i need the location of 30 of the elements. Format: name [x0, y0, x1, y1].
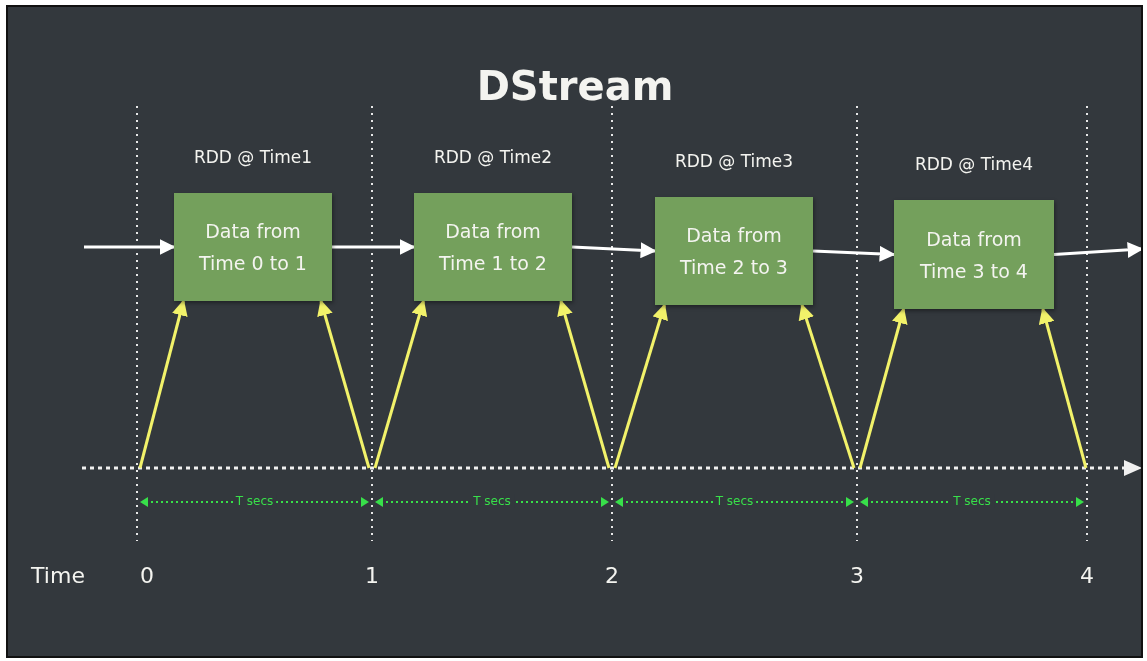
arrow	[1038, 307, 1088, 469]
arrow	[613, 303, 668, 469]
dimension-label: T secs	[950, 494, 994, 508]
rdd-label: RDD @ Time1	[193, 147, 313, 167]
data-box: Data from Time 2 to 3	[655, 197, 813, 305]
title: DStream	[476, 63, 674, 109]
arrow	[798, 303, 856, 469]
arrow	[332, 239, 416, 255]
rdd-label: RDD @ Time4	[914, 154, 1034, 174]
axis-title: Time	[31, 563, 85, 588]
arrow	[571, 242, 657, 259]
arrow	[557, 299, 611, 469]
rdd-label: RDD @ Time3	[674, 151, 794, 171]
arrow	[812, 245, 896, 262]
arrow	[373, 299, 428, 469]
data-box: Data from Time 0 to 1	[174, 193, 332, 301]
tick-label: 0	[140, 563, 154, 588]
arrow	[317, 299, 371, 469]
rdd-label: RDD @ Time2	[433, 147, 553, 167]
arrow	[1053, 241, 1141, 258]
arrow	[858, 307, 908, 469]
tick-label: 2	[605, 563, 619, 588]
arrow	[138, 299, 188, 469]
dimension-label: T secs	[470, 494, 514, 508]
tick-label: 1	[365, 563, 379, 588]
data-box: Data from Time 1 to 2	[414, 193, 572, 301]
tick-label: 4	[1080, 563, 1094, 588]
tick-label: 3	[850, 563, 864, 588]
arrow	[84, 239, 176, 255]
data-box: Data from Time 3 to 4	[894, 200, 1054, 309]
